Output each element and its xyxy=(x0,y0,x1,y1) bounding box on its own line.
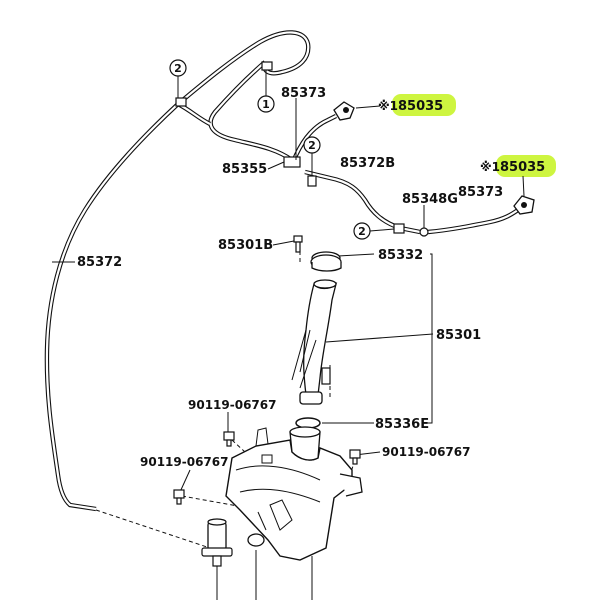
highlight-85035-right xyxy=(496,155,556,177)
joint-85348g xyxy=(419,227,429,237)
bolt-90119-a xyxy=(223,431,235,447)
label-90119-b: 90119-06767 xyxy=(140,455,228,469)
washer-pump xyxy=(201,518,233,567)
leader-lines xyxy=(52,70,525,493)
svg-text:2: 2 xyxy=(358,225,366,238)
highlight-85035-top xyxy=(392,94,456,116)
grommet xyxy=(247,533,265,600)
washer-nozzle-85035-top xyxy=(333,101,355,121)
clamp-2-fitting-upper xyxy=(175,97,187,107)
joint-85355 xyxy=(283,156,301,168)
label-85355: 85355 xyxy=(222,162,267,177)
filler-cap-85332 xyxy=(310,251,342,272)
label-85372b: 85372B xyxy=(340,156,395,171)
label-85301b: 85301B xyxy=(218,238,273,253)
svg-text:2: 2 xyxy=(308,139,316,152)
clamp-2-fitting-mid xyxy=(307,175,317,187)
label-90119-c: 90119-06767 xyxy=(382,445,470,459)
callout-2-lower: 2 xyxy=(353,222,371,240)
bolt-90119-c xyxy=(349,449,361,465)
clamp-1-fitting xyxy=(261,61,273,71)
label-85373-right: 85373 xyxy=(458,185,503,200)
washer-tank xyxy=(225,426,363,561)
callout-1: 1 xyxy=(257,95,275,113)
label-85348g: 85348G xyxy=(402,192,458,207)
svg-text:2: 2 xyxy=(174,62,182,75)
label-85035-right: 85035 xyxy=(500,160,545,175)
bolt-85301b xyxy=(293,235,303,253)
label-85373-top: 85373 xyxy=(281,86,326,101)
hose-loop-upper xyxy=(176,30,311,162)
bolt-90119-b xyxy=(173,489,185,505)
label-85035-top-mark: ※1 xyxy=(378,99,398,113)
filler-tube-85301 xyxy=(291,279,338,405)
label-85372: 85372 xyxy=(77,255,122,270)
label-85301: 85301 xyxy=(436,328,481,343)
label-90119-a: 90119-06767 xyxy=(188,398,276,412)
label-85035-top: 85035 xyxy=(398,99,443,114)
callout-2-mid: 2 xyxy=(303,136,321,154)
washer-nozzle-85035-right xyxy=(513,195,535,215)
hose-85372 xyxy=(44,102,180,512)
svg-text:1: 1 xyxy=(262,98,270,111)
label-85336e: 85336E xyxy=(375,417,429,432)
label-85035-right-mark: ※1 xyxy=(480,160,500,174)
hose-85372b xyxy=(304,169,421,235)
hose-85373-right xyxy=(427,208,520,235)
clamp-2-fitting-lower xyxy=(393,223,405,234)
label-85332: 85332 xyxy=(378,248,423,263)
callout-2-upper: 2 xyxy=(169,59,187,77)
